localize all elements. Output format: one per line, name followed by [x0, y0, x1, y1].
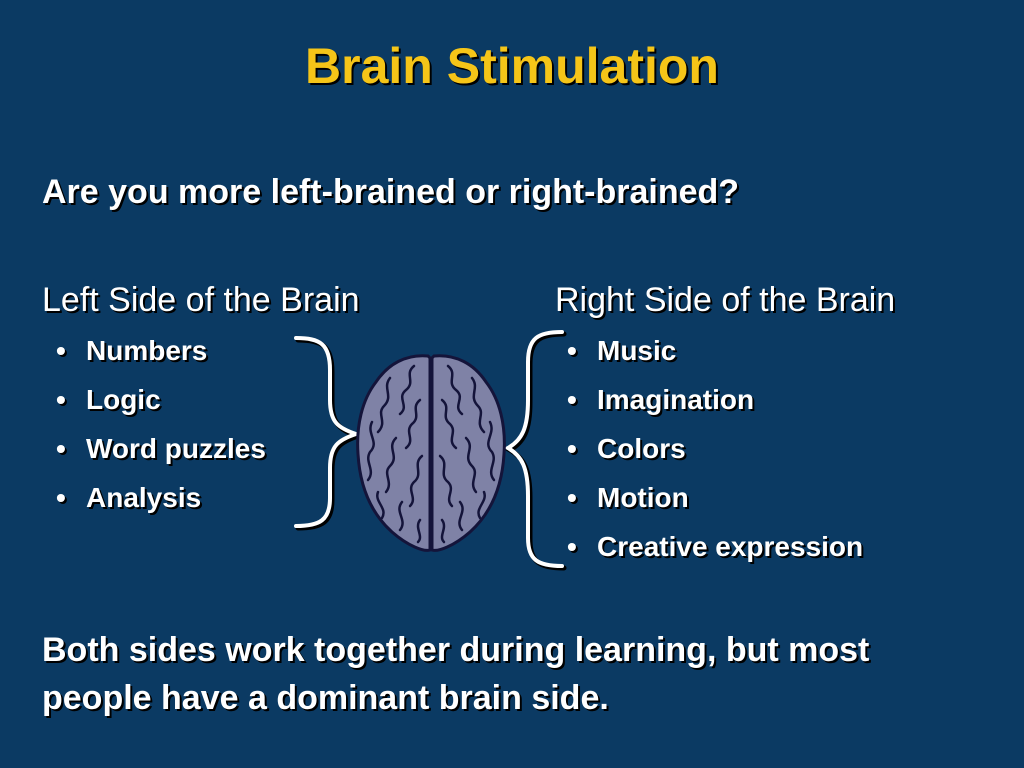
left-brace-icon: [294, 336, 366, 531]
list-item: • Music: [567, 326, 863, 375]
bullet-icon: •: [567, 531, 577, 562]
bullet-icon: •: [567, 482, 577, 513]
slide-footer: Both sides work together during learning…: [42, 631, 870, 717]
list-item: • Imagination: [567, 375, 863, 424]
list-item-label: Colors: [597, 433, 686, 464]
list-item: • Word puzzles: [56, 424, 266, 473]
bullet-icon: •: [567, 384, 577, 415]
right-bullet-list: • Music • Imagination • Colors • Motion • Cre…: [567, 326, 863, 571]
list-item: • Creative expression: [567, 522, 863, 571]
slide-title: Brain Stimulation: [305, 38, 719, 94]
brain-icon: [356, 354, 506, 552]
brain-diagram: [294, 330, 567, 571]
bullet-icon: •: [56, 482, 66, 513]
bullet-icon: •: [56, 433, 66, 464]
left-bullet-list: • Numbers • Logic • Word puzzles • Analysis: [56, 326, 266, 522]
bullet-icon: •: [56, 384, 66, 415]
list-item-label: Imagination: [597, 384, 755, 415]
bullet-icon: •: [56, 335, 66, 366]
list-item: • Numbers: [56, 326, 266, 375]
list-item: • Colors: [567, 424, 863, 473]
list-item-label: Logic: [86, 384, 161, 415]
slide-question: Are you more left-brained or right-brain…: [42, 173, 740, 211]
list-item-label: Motion: [597, 482, 689, 513]
right-column-heading: Right Side of the Brain: [555, 281, 896, 319]
list-item-label: Word puzzles: [86, 433, 266, 464]
right-brace-icon: [503, 330, 567, 571]
list-item: • Motion: [567, 473, 863, 522]
list-item-label: Numbers: [86, 335, 208, 366]
left-column-heading: Left Side of the Brain: [42, 281, 360, 319]
list-item-label: Music: [597, 335, 677, 366]
list-item-label: Analysis: [86, 482, 202, 513]
list-item: • Logic: [56, 375, 266, 424]
bullet-icon: •: [567, 433, 577, 464]
bullet-icon: •: [567, 335, 577, 366]
list-item: • Analysis: [56, 473, 266, 522]
list-item-label: Creative expression: [597, 531, 864, 562]
